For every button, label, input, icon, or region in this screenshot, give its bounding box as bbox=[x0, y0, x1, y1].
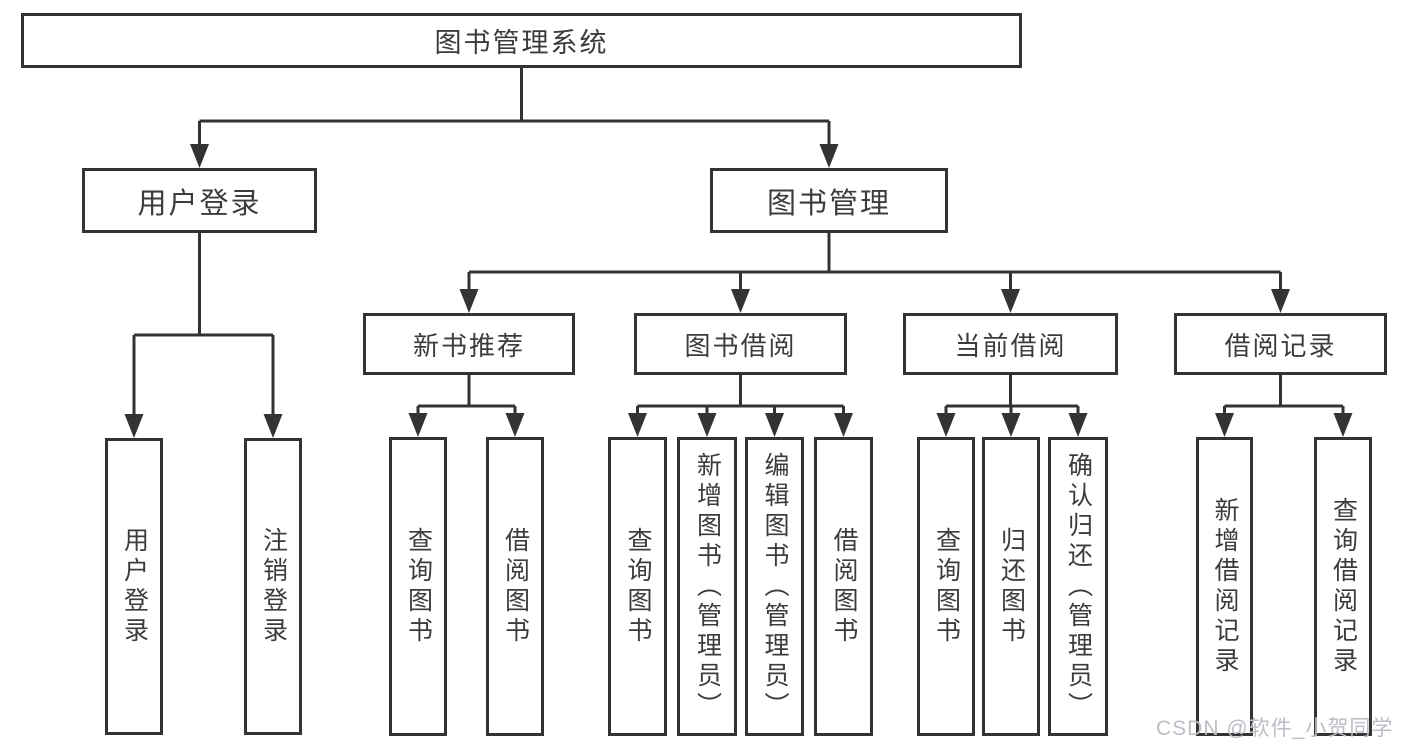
node-leaf-query-books-rec: 查询图书 bbox=[389, 437, 447, 736]
watermark: CSDN @软件_小贺同学 bbox=[1156, 717, 1394, 740]
node-leaf-confirm-return-admin: 确认归还（管理员） bbox=[1048, 437, 1108, 736]
node-book-borrowing: 图书借阅 bbox=[634, 313, 847, 375]
node-leaf-logout: 注销登录 bbox=[244, 438, 302, 735]
node-book-management: 图书管理 bbox=[710, 168, 948, 233]
node-new-book-recommend: 新书推荐 bbox=[363, 313, 575, 375]
node-leaf-add-borrow-record: 新增借阅记录 bbox=[1196, 437, 1253, 736]
node-leaf-add-book-admin: 新增图书（管理员） bbox=[677, 437, 737, 736]
node-leaf-edit-book-admin: 编辑图书（管理员） bbox=[745, 437, 804, 736]
node-user-login: 用户登录 bbox=[82, 168, 317, 233]
node-leaf-query-books-borrow: 查询图书 bbox=[608, 437, 667, 736]
node-system-root: 图书管理系统 bbox=[21, 13, 1022, 68]
node-current-borrowing: 当前借阅 bbox=[903, 313, 1118, 375]
node-leaf-borrow-books-borrow: 借阅图书 bbox=[814, 437, 873, 736]
node-leaf-borrow-books-rec: 借阅图书 bbox=[486, 437, 544, 736]
node-leaf-user-login: 用户登录 bbox=[105, 438, 163, 735]
node-leaf-query-books-current: 查询图书 bbox=[917, 437, 975, 736]
node-leaf-query-borrow-record: 查询借阅记录 bbox=[1314, 437, 1372, 736]
node-borrowing-records: 借阅记录 bbox=[1174, 313, 1387, 375]
node-leaf-return-book: 归还图书 bbox=[982, 437, 1040, 736]
